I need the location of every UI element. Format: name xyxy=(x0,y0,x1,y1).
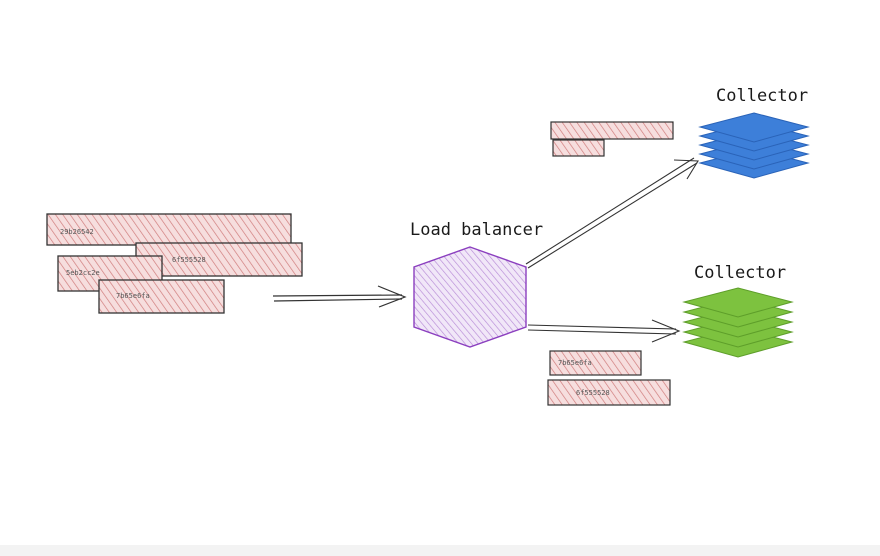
span-bar: 6f555528 xyxy=(547,379,671,406)
load-balancer: Load balancer xyxy=(410,220,543,348)
span-bar: 29b26542 xyxy=(46,213,292,246)
span-id: 6f555528 xyxy=(576,389,610,397)
upper-output-spans xyxy=(550,121,674,157)
span-bar xyxy=(552,139,605,157)
arrow-to-blue-collector xyxy=(525,157,699,269)
span-bar: 5eb2cc2e xyxy=(57,255,163,292)
collector-blue: Collector xyxy=(698,86,810,179)
span-bar: 7b65e6fa xyxy=(98,279,225,314)
collector-label: Collector xyxy=(694,263,786,283)
collector-green: Collector xyxy=(682,263,794,358)
collector-label: Collector xyxy=(716,86,808,106)
span-id: 5eb2cc2e xyxy=(66,269,100,277)
arrow-to-load-balancer xyxy=(272,285,407,308)
span-id: 7b65e6fa xyxy=(116,292,150,300)
span-id: 29b26542 xyxy=(60,228,94,236)
span-id: 6f555528 xyxy=(172,256,206,264)
span-id: 7b65e6fa xyxy=(558,359,592,367)
incoming-spans: 29b26542 6f555528 5eb2cc2e 7b65e6fa xyxy=(46,213,303,314)
layers-icon xyxy=(682,287,794,358)
bottom-strip xyxy=(0,545,880,556)
layers-icon xyxy=(698,112,810,179)
lower-output-spans: 7b65e6fa 6f555528 xyxy=(547,350,671,406)
hexagon-icon xyxy=(413,246,527,348)
span-bar: 7b65e6fa xyxy=(549,350,642,376)
load-balancer-label: Load balancer xyxy=(410,220,543,240)
span-bar xyxy=(550,121,674,140)
arrow-to-green-collector xyxy=(527,319,681,343)
